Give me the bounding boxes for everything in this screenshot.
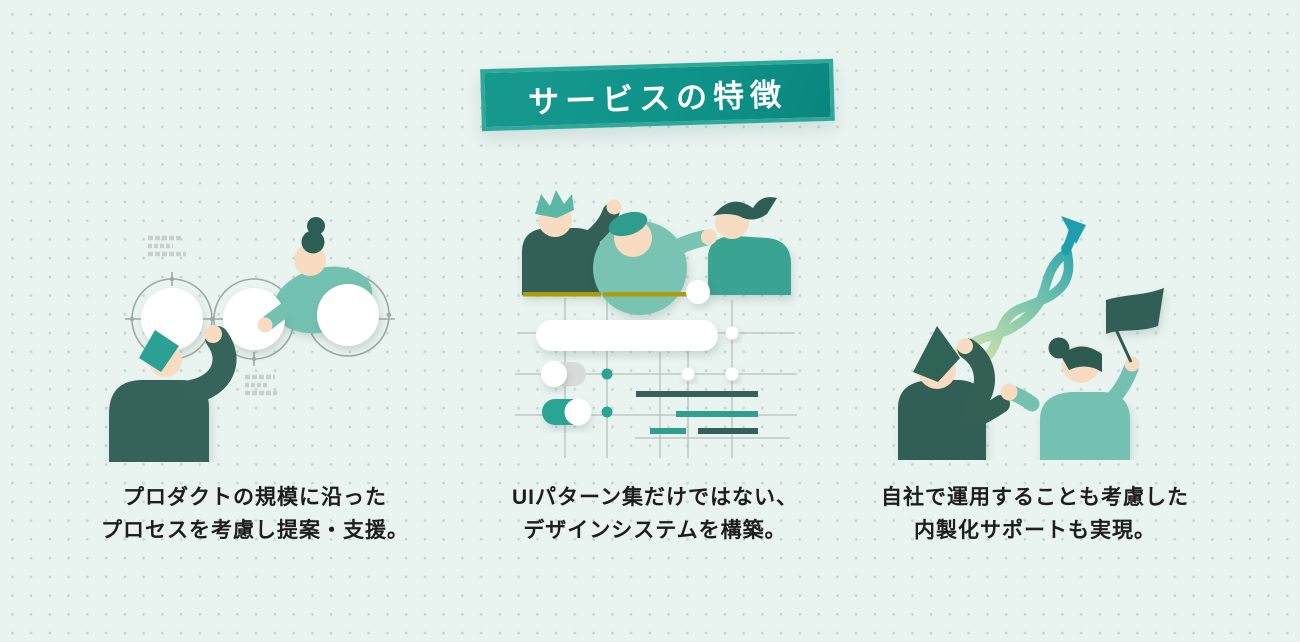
flag: [1105, 288, 1164, 363]
person-1: [522, 190, 622, 295]
caption-line: プロセスを考慮し提案・支援。: [101, 519, 409, 542]
caption-line: デザインシステムを構築。: [523, 519, 787, 542]
process-circles-illustration: [109, 217, 395, 462]
caption-line: UIパターン集だけではない、: [512, 486, 798, 509]
caption-line: 内製化サポートも実現。: [914, 519, 1156, 542]
placeholder-text-block-bottom: [245, 374, 277, 396]
desk-line-left: [523, 292, 601, 297]
search-pill: [536, 320, 718, 351]
person-2: [593, 211, 717, 315]
feature-caption-design-system: UIパターン集だけではない、 デザインシステムを構築。: [485, 481, 825, 547]
rising-arrow-ribbon: [955, 243, 1074, 367]
section-title-banner: サービスの特徴: [480, 58, 835, 132]
person-3-ponytail: [713, 197, 777, 220]
arrow-head: [1061, 216, 1086, 244]
grid-node-dots: [601, 326, 739, 418]
section-title: サービスの特徴: [527, 76, 788, 120]
process-circle-2: [223, 288, 285, 350]
person-1-cap: [913, 326, 960, 382]
toggle-on: [542, 398, 592, 426]
feature-caption-insourcing: 自社で運用することも考慮した 内製化サポートも実現。: [865, 481, 1205, 547]
ui-components-illustration: [515, 190, 797, 458]
timeline-bars: [636, 391, 758, 434]
person-2-bun: [1048, 337, 1070, 359]
person-2-cap: [608, 211, 648, 237]
person-2: [1000, 337, 1140, 460]
caption-line: プロダクトの規模に沿った: [123, 486, 387, 509]
person-2-hair: [1061, 346, 1102, 372]
caption-line: 自社で運用することも考慮した: [881, 486, 1189, 509]
desk-line-right: [603, 292, 691, 297]
white-ball: [686, 280, 710, 304]
placeholder-text-block-top: [148, 235, 186, 257]
person-b: [257, 217, 326, 333]
feature-caption-process: プロダクトの規模に沿った プロセスを考慮し提案・支援。: [85, 481, 425, 547]
person-a: [109, 325, 237, 462]
person-1-hair: [535, 190, 574, 218]
flag-arrow-illustration: [898, 216, 1164, 460]
person-1: [898, 326, 1010, 460]
toggle-off: [541, 361, 586, 387]
person-3: [708, 197, 791, 295]
person-a-cap: [139, 330, 179, 372]
process-circle-3: [317, 284, 379, 346]
